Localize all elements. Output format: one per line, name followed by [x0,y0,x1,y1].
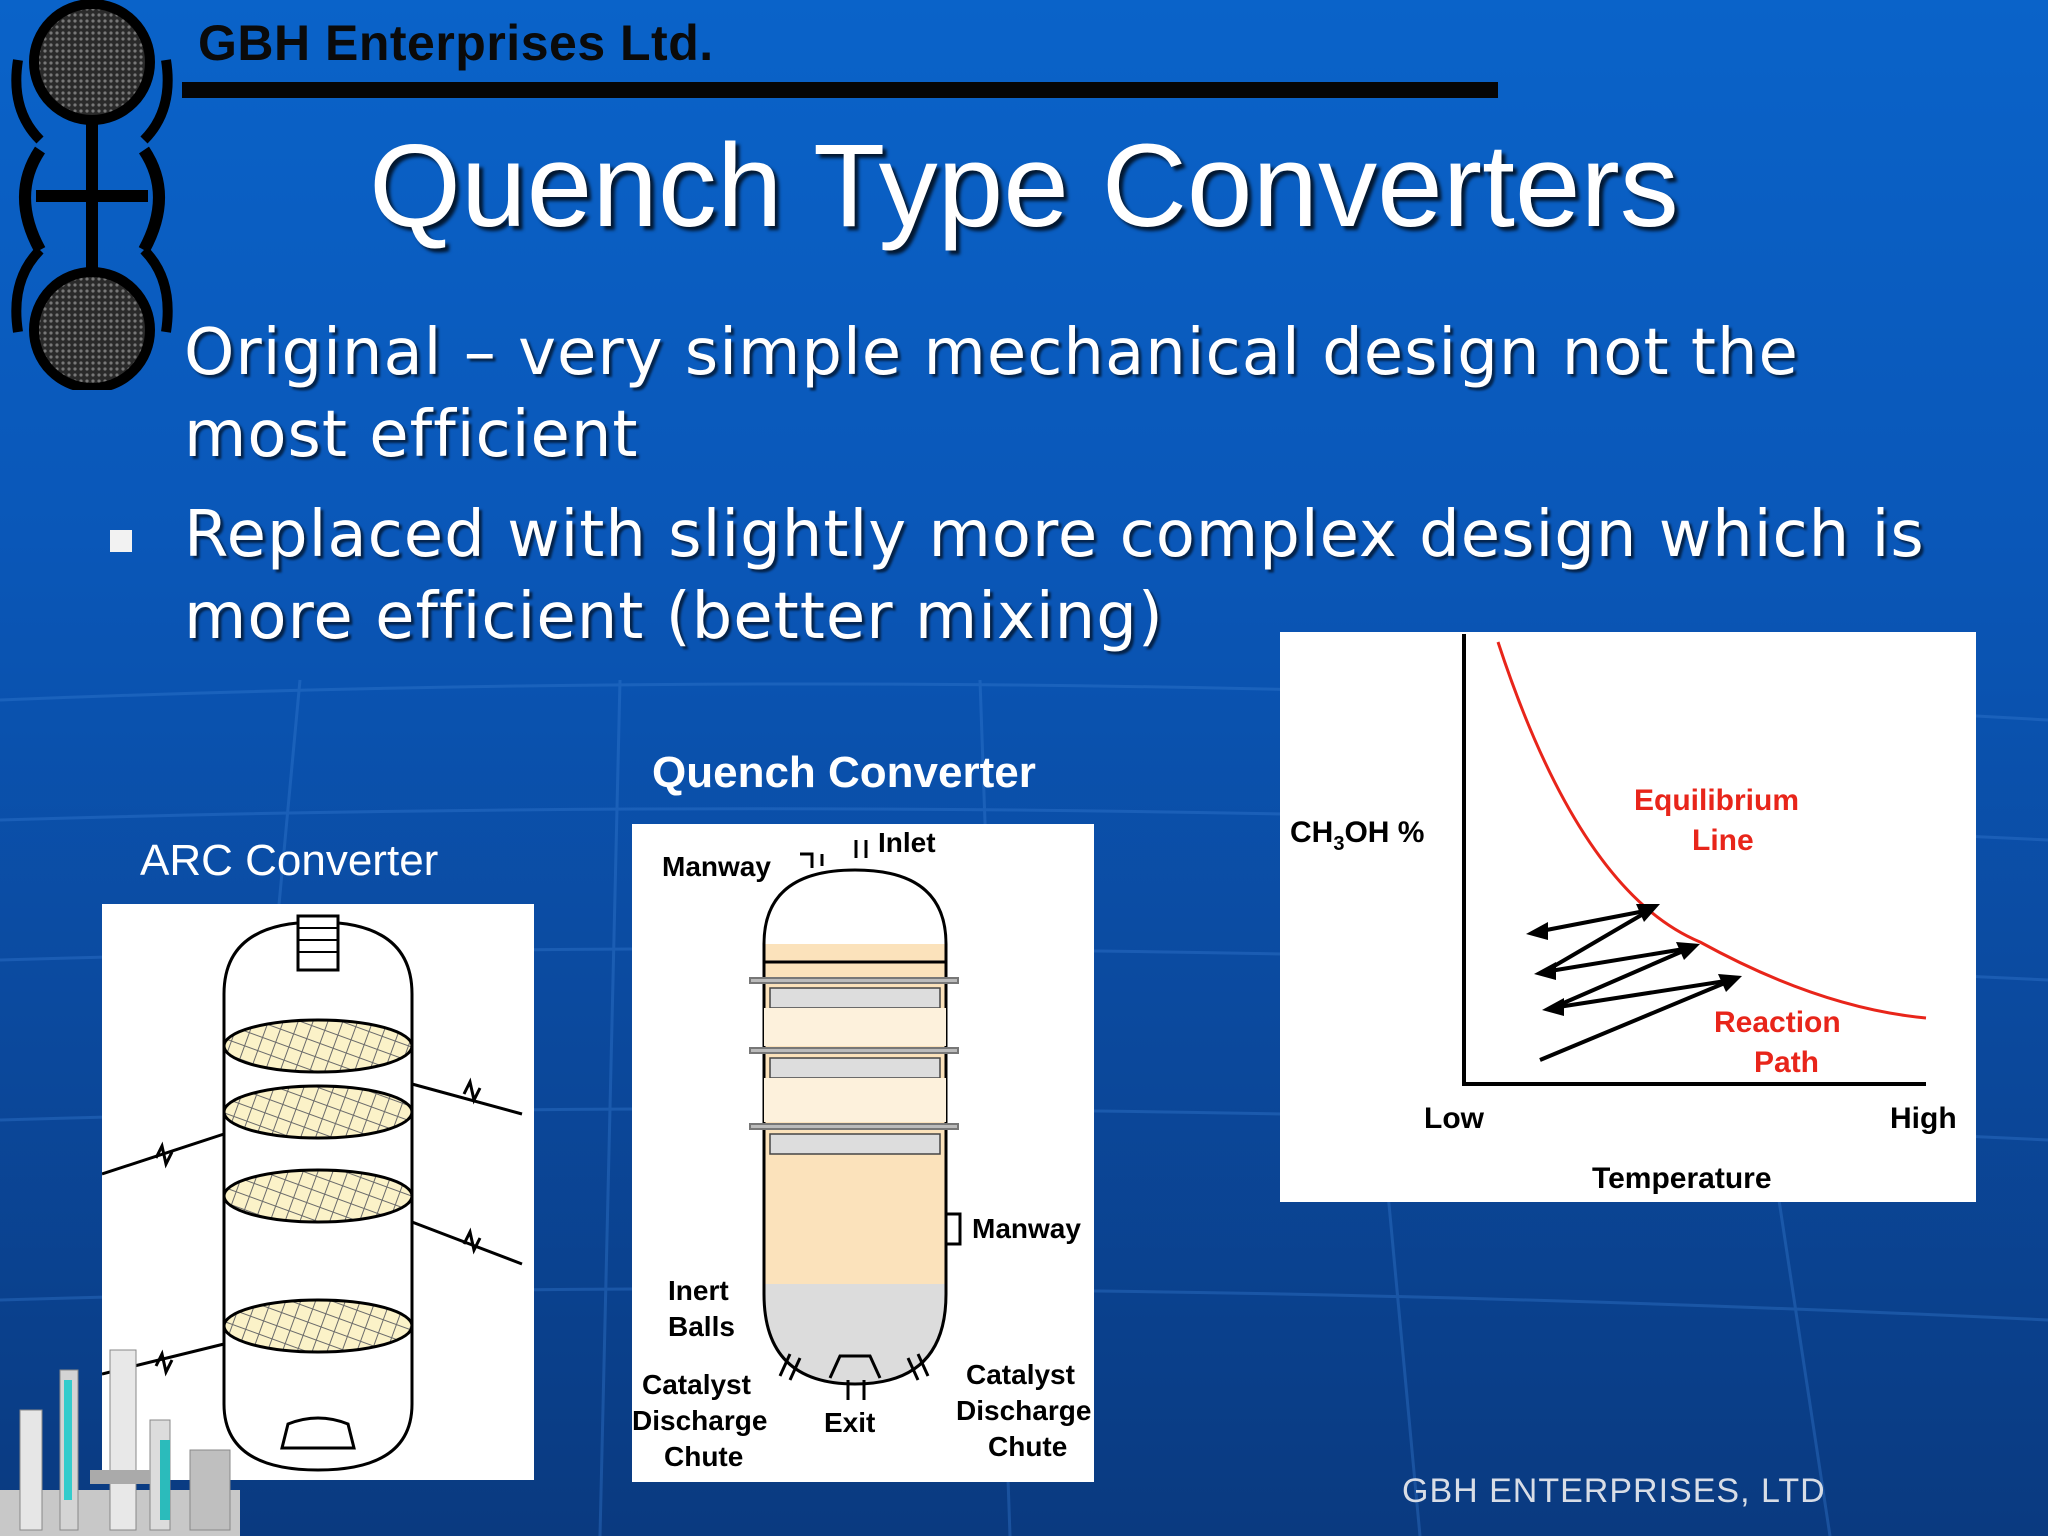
x-tick-low: Low [1424,1102,1485,1135]
company-logo [11,0,173,390]
quench-converter-drawing: Manway Inlet Manway Inert Balls Catalyst… [632,827,1091,1472]
manway-top-label: Manway [662,851,771,882]
catalyst-left-label-2: Discharge [632,1405,767,1436]
arc-converter-drawing [101,914,523,1472]
equilibrium-label-2: Line [1692,824,1754,857]
reaction-path [1535,908,1733,1062]
reaction-label-2: Path [1754,1046,1819,1079]
equilibrium-chart-svg: CH3OH % Equilibrium Line Reaction Path L… [1290,634,1957,1195]
catalyst-right-label-2: Discharge [956,1395,1091,1426]
inlet-label: Inlet [878,827,936,858]
arc-converter-figure [101,904,534,1480]
manway-side-label: Manway [972,1213,1081,1244]
quench-converter-figure: Manway Inlet Manway Inert Balls Catalyst… [632,824,1094,1482]
x-tick-high: High [1890,1102,1957,1135]
inert-balls-label-1: Inert [668,1275,729,1306]
exit-label: Exit [824,1407,875,1438]
quench-converter-label: Quench Converter [652,748,1036,797]
catalyst-left-label-1: Catalyst [642,1369,751,1400]
footer-company: GBH ENTERPRISES, LTD [1402,1472,1826,1510]
header-rule [182,82,1498,98]
inert-balls-label-2: Balls [668,1311,735,1342]
catalyst-left-label-3: Chute [664,1441,743,1472]
chart-axes [1462,634,1926,1086]
bullet-1-text: Original – very simple mechanical design… [184,316,1799,472]
reaction-label-1: Reaction [1714,1006,1841,1039]
equilibrium-chart: CH3OH % Equilibrium Line Reaction Path L… [1280,632,1976,1202]
slide-title: Quench Type Converters [369,120,1679,252]
bullet-2-text: Replaced with slightly more complex desi… [184,498,1925,654]
reaction-path-arrowheads [1526,904,1742,1016]
arc-converter-label: ARC Converter [140,836,439,885]
equilibrium-line [1496,641,1927,1020]
equilibrium-label-1: Equilibrium [1634,784,1799,817]
plant-illustration [0,1349,240,1536]
catalyst-right-label-1: Catalyst [966,1359,1075,1390]
bullet-2-marker [110,530,132,552]
chart-xlabel: Temperature [1592,1162,1772,1195]
catalyst-right-label-3: Chute [988,1431,1067,1462]
chart-ylabel: CH3OH % [1290,816,1424,855]
company-name: GBH Enterprises Ltd. [198,15,714,71]
